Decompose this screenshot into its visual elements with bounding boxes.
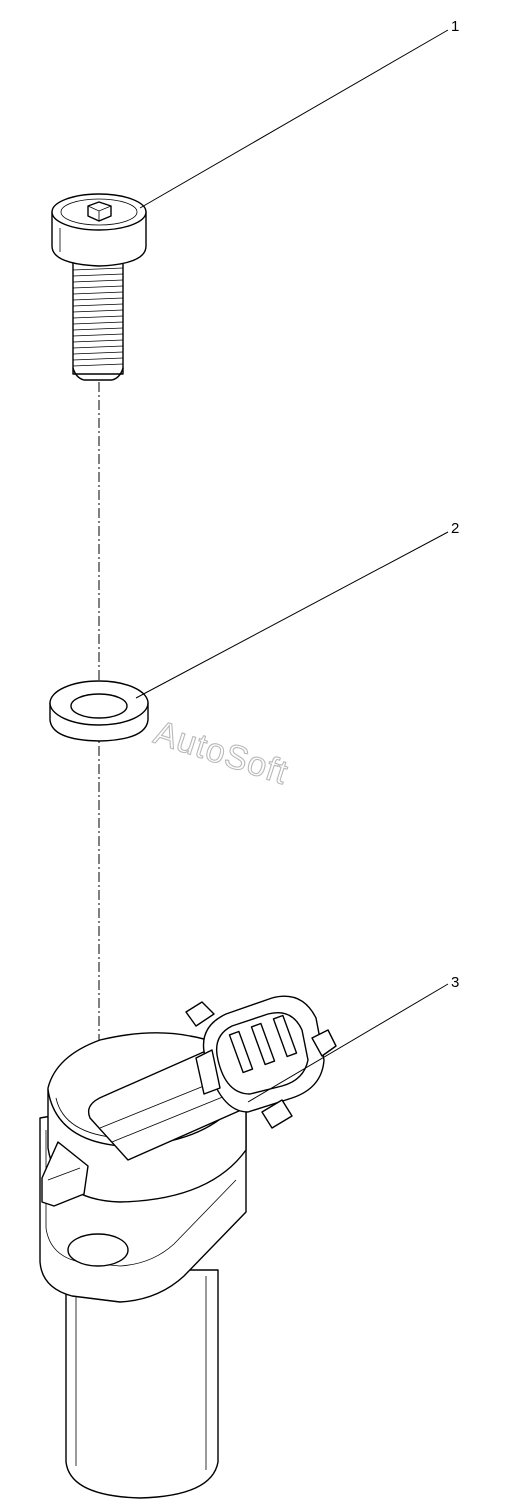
sensor-part (39, 995, 337, 1499)
callout-2: 2 (451, 520, 459, 537)
connector-shroud (87, 995, 337, 1161)
watermark-logo: AutoSoft (150, 713, 293, 792)
leader-lines (135, 29, 449, 1103)
callout-3: 3 (451, 974, 459, 991)
callout-1: 1 (451, 18, 459, 35)
bolt-part (51, 193, 147, 381)
washer-part (49, 680, 149, 742)
